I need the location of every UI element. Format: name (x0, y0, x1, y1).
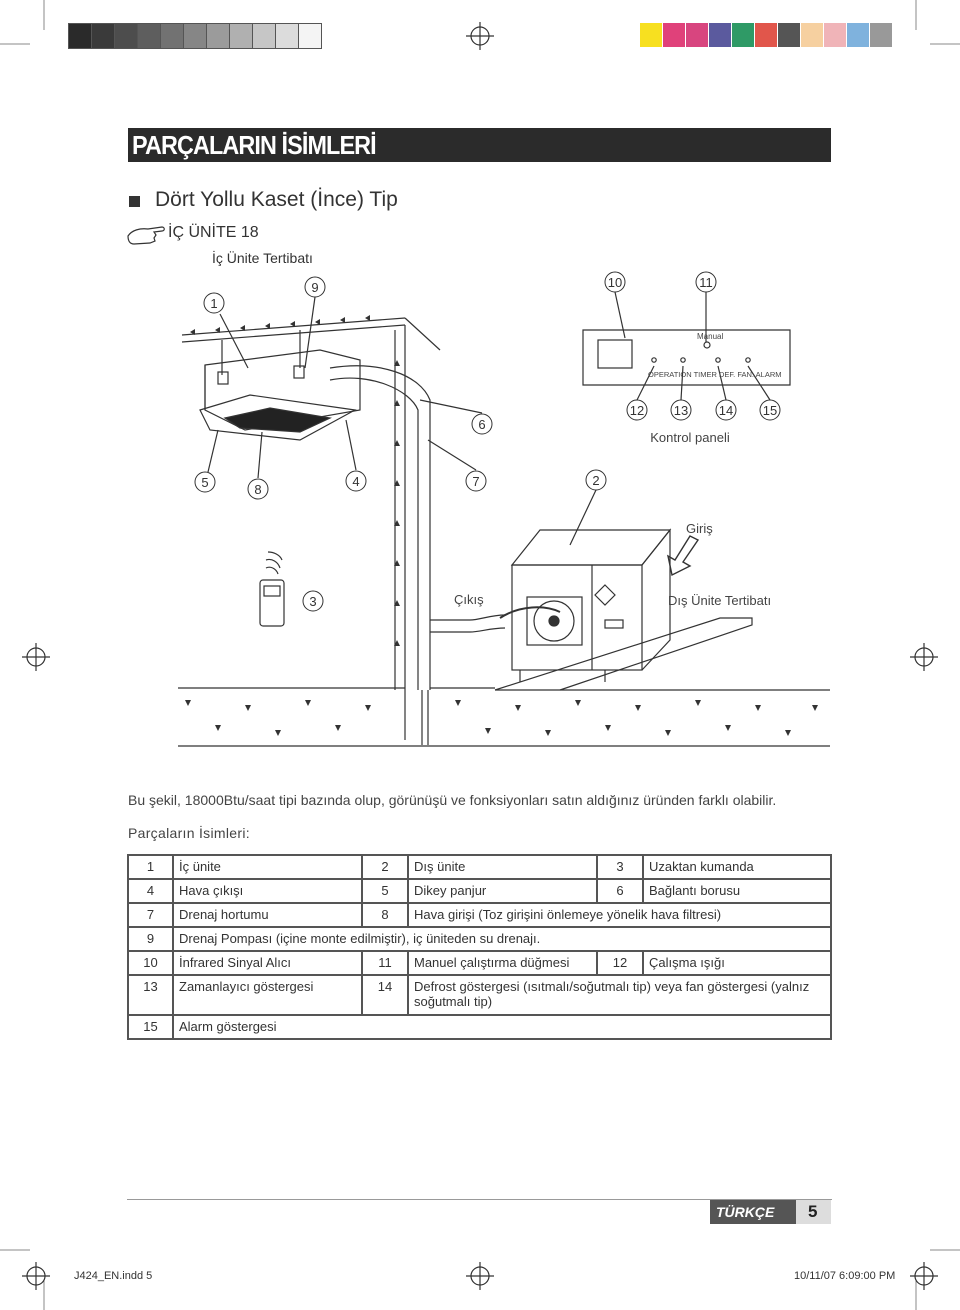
callout-11: 11 (699, 275, 713, 290)
color-swatch (91, 23, 115, 49)
part-number: 8 (361, 902, 409, 928)
language-tab: TÜRKÇE (710, 1200, 796, 1224)
callout-4: 4 (352, 474, 359, 489)
part-name: Çalışma ışığı (642, 950, 832, 976)
table-row: 9 Drenaj Pompası (içine monte edilmiştir… (127, 926, 832, 952)
part-name: Alarm göstergesi (172, 1014, 832, 1040)
panel-indicators: OPERATION TIMER DEF. FAN. ALARM (648, 370, 782, 379)
part-number: 12 (596, 950, 644, 976)
callout-13: 13 (674, 403, 688, 418)
inlet-label: Giriş (686, 521, 713, 536)
part-name: Uzaktan kumanda (642, 854, 832, 880)
table-row: 15 Alarm göstergesi (127, 1014, 832, 1040)
outdoor-assembly-label: Dış Ünite Tertibatı (668, 593, 771, 608)
part-number: 5 (361, 878, 409, 904)
callout-3: 3 (309, 594, 316, 609)
part-number: 15 (127, 1014, 174, 1040)
color-swatch (640, 23, 662, 47)
part-name: Hava girişi (Toz girişini önlemeye yönel… (407, 902, 832, 928)
callout-5: 5 (201, 475, 208, 490)
page-title: PARÇALARIN İSİMLERİ (132, 130, 377, 160)
part-number: 7 (127, 902, 174, 928)
footer-timestamp: 10/11/07 6:09:00 PM (794, 1270, 896, 1282)
callout-9: 9 (311, 280, 318, 295)
color-swatch (778, 23, 800, 47)
indoor-assembly-label: İç Ünite Tertibatı (212, 250, 313, 266)
table-row: 10 İnfrared Sinyal Alıcı 11 Manuel çalış… (127, 950, 832, 976)
part-name: Drenaj Pompası (içine monte edilmiştir),… (172, 926, 832, 952)
color-swatch (183, 23, 207, 49)
part-name: Hava çıkışı (172, 878, 363, 904)
part-name: Zamanlayıcı göstergesi (172, 974, 363, 1016)
part-number: 10 (127, 950, 174, 976)
pointing-hand-icon (127, 226, 165, 245)
part-name: Defrost göstergesi (ısıtmalı/soğutmalı t… (407, 974, 832, 1016)
part-number: 9 (127, 926, 174, 952)
table-row: 13 Zamanlayıcı göstergesi 14 Defrost gös… (127, 974, 832, 1016)
footer-filename: J424_EN.indd 5 (74, 1270, 153, 1282)
callout-2: 2 (592, 473, 599, 488)
outlet-label: Çıkış (454, 592, 484, 607)
parts-table: 1 İç ünite 2 Dış ünite 3 Uzaktan kumanda… (127, 854, 832, 1040)
indoor-unit-label: İÇ ÜNİTE 18 (168, 224, 259, 241)
callout-10: 10 (608, 275, 622, 290)
color-swatch (160, 23, 184, 49)
section-bullet-icon (129, 196, 140, 207)
color-swatch (686, 23, 708, 47)
part-number: 2 (361, 854, 409, 880)
part-number: 11 (361, 950, 409, 976)
color-swatch (663, 23, 685, 47)
color-swatch (732, 23, 754, 47)
color-swatch (755, 23, 777, 47)
table-row: 7 Drenaj hortumu 8 Hava girişi (Toz giri… (127, 902, 832, 928)
color-swatch (870, 23, 892, 47)
callout-8: 8 (254, 482, 261, 497)
color-swatch (824, 23, 846, 47)
page-number-box: 5 (796, 1200, 831, 1224)
table-row: 1 İç ünite 2 Dış ünite 3 Uzaktan kumanda (127, 854, 832, 880)
callout-14: 14 (719, 403, 733, 418)
page-title-bar: PARÇALARIN İSİMLERİ (128, 128, 831, 162)
color-swatch (68, 23, 92, 49)
callout-6: 6 (478, 417, 485, 432)
manual-label: Manual (697, 332, 723, 341)
part-number: 14 (361, 974, 409, 1016)
part-number: 3 (596, 854, 644, 880)
color-swatch (298, 23, 322, 49)
part-name: Manuel çalıştırma düğmesi (407, 950, 598, 976)
color-swatch (847, 23, 869, 47)
installation-diagram: 1 9 10 11 6 12 13 14 15 5 8 4 7 2 3 Manu… (178, 271, 830, 747)
color-swatch (709, 23, 731, 47)
callout-15: 15 (763, 403, 777, 418)
color-swatch (275, 23, 299, 49)
footer-rule (127, 1199, 832, 1200)
color-swatch (801, 23, 823, 47)
part-name: Dikey panjur (407, 878, 598, 904)
callout-1: 1 (210, 296, 217, 311)
part-name: İnfrared Sinyal Alıcı (172, 950, 363, 976)
part-number: 4 (127, 878, 174, 904)
callout-12: 12 (630, 403, 644, 418)
part-number: 6 (596, 878, 644, 904)
language-label: TÜRKÇE (716, 1204, 775, 1220)
part-name: Dış ünite (407, 854, 598, 880)
part-name: Bağlantı borusu (642, 878, 832, 904)
table-row: 4 Hava çıkışı 5 Dikey panjur 6 Bağlantı … (127, 878, 832, 904)
section-title: Dört Yollu Kaset (İnce) Tip (155, 188, 398, 211)
callout-7: 7 (472, 474, 479, 489)
part-name: İç ünite (172, 854, 363, 880)
page-number: 5 (808, 1202, 818, 1221)
control-panel-label: Kontrol paneli (650, 430, 730, 445)
part-number: 1 (127, 854, 174, 880)
part-number: 13 (127, 974, 174, 1016)
parts-title: Parçaların İsimleri: (128, 825, 250, 841)
part-name: Drenaj hortumu (172, 902, 363, 928)
color-swatch (114, 23, 138, 49)
figure-caption: Bu şekil, 18000Btu/saat tipi bazında olu… (128, 792, 777, 808)
